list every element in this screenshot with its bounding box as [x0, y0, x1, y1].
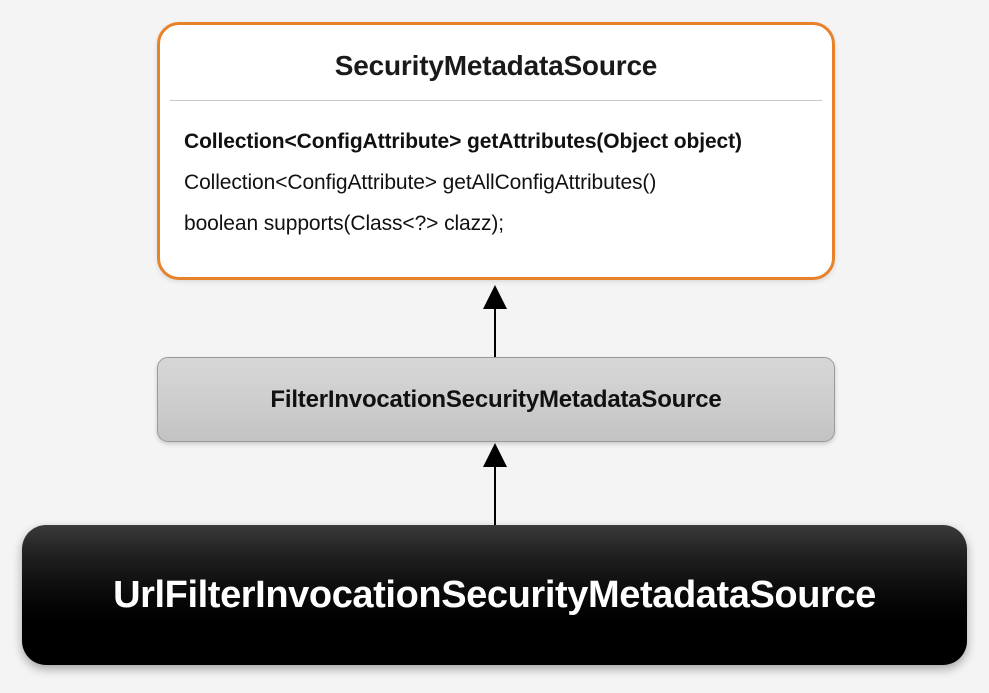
class-node-security-metadata-source[interactable]: SecurityMetadataSource Collection<Config… [157, 22, 835, 280]
class-node-title: FilterInvocationSecurityMetadataSource [270, 385, 722, 413]
method-list: Collection<ConfigAttribute> getAttribute… [184, 121, 814, 244]
class-node-divider [170, 100, 822, 101]
class-node-title: SecurityMetadataSource [334, 50, 658, 81]
method-item: Collection<ConfigAttribute> getAttribute… [184, 130, 742, 153]
arrowhead-triangle-icon [483, 443, 507, 467]
class-node-title: UrlFilterInvocationSecurityMetadataSourc… [113, 573, 876, 616]
method-item: Collection<ConfigAttribute> getAllConfig… [184, 171, 657, 194]
class-node-url-filter-invocation-security-metadata-source[interactable]: UrlFilterInvocationSecurityMetadataSourc… [22, 525, 967, 665]
generalization-arrow-url-to-filter [483, 443, 507, 525]
arrowhead-triangle-icon [483, 285, 507, 309]
method-item: boolean supports(Class<?> clazz); [184, 212, 505, 235]
generalization-arrow-filter-to-security [483, 285, 507, 357]
class-node-filter-invocation-security-metadata-source[interactable]: FilterInvocationSecurityMetadataSource [157, 357, 835, 442]
